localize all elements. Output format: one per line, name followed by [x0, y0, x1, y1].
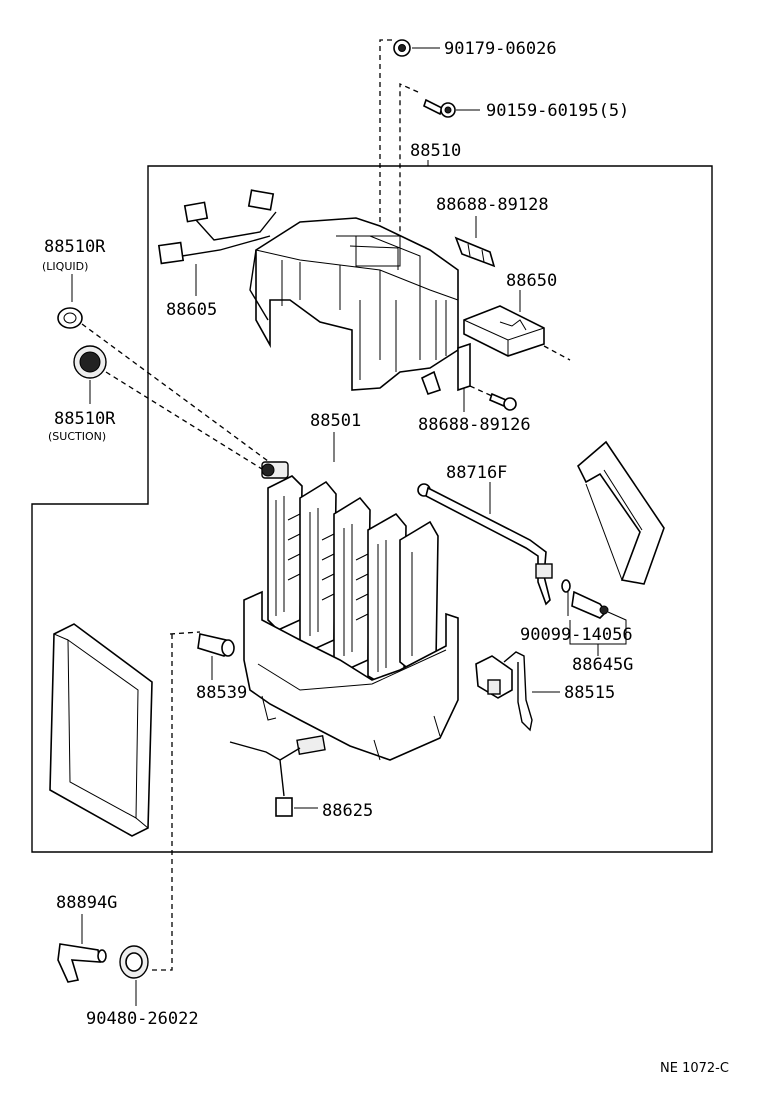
- label-88894G: 88894G: [56, 893, 117, 913]
- note-suction: (SUCTION): [48, 430, 106, 443]
- grommet-90480-26022[interactable]: [119, 945, 149, 979]
- label-88539: 88539: [196, 683, 247, 703]
- label-90099-14056: 90099-14056: [520, 625, 633, 645]
- leader-88645G: [569, 611, 627, 645]
- screw-88688-89126[interactable]: [489, 392, 517, 411]
- guide-suction-seal: [105, 371, 271, 475]
- label-88501: 88501: [310, 411, 361, 431]
- label-88510R-suction: 88510R: [54, 409, 116, 429]
- thermistor-88645G[interactable]: [571, 590, 609, 619]
- filter-frame-right[interactable]: [577, 440, 665, 585]
- label-88625: 88625: [322, 801, 373, 821]
- assembly-outline: [31, 165, 713, 853]
- clip-88688-89126[interactable]: [420, 342, 471, 396]
- guide-90179: [379, 39, 392, 270]
- guide-88539: [169, 631, 201, 635]
- screw-90159[interactable]: [423, 98, 456, 118]
- label-90159: 90159-60195(5): [486, 101, 629, 121]
- drain-hose-88894G[interactable]: [57, 943, 107, 983]
- guide-drain: [148, 634, 173, 971]
- label-88605: 88605: [166, 300, 217, 320]
- wire-harness-88605[interactable]: [157, 189, 277, 321]
- guide-88650: [543, 345, 571, 361]
- upper-case[interactable]: [255, 217, 459, 391]
- label-90179: 90179-06026: [444, 39, 557, 59]
- label-90480-26022: 90480-26022: [86, 1009, 199, 1029]
- label-88645G: 88645G: [572, 655, 633, 675]
- note-liquid: (LIQUID): [42, 260, 88, 273]
- label-88515: 88515: [564, 683, 615, 703]
- o-ring-90099-14056[interactable]: [561, 579, 571, 593]
- label-88688-89128: 88688-89128: [436, 195, 549, 215]
- seal-88510R-suction[interactable]: [73, 345, 107, 379]
- plug-88539[interactable]: [197, 633, 235, 657]
- label-88510: 88510: [410, 141, 461, 161]
- guide-89126: [469, 385, 493, 397]
- label-88688-89126: 88688-89126: [418, 415, 531, 435]
- tube-88716F[interactable]: [417, 483, 553, 606]
- label-88716F: 88716F: [446, 463, 507, 483]
- guide-90159: [399, 82, 419, 280]
- label-88650: 88650: [506, 271, 557, 291]
- diagram-code: NE 1072-C: [660, 1061, 729, 1076]
- bracket-88688-89128[interactable]: [454, 236, 496, 268]
- guide-liquid-seal: [81, 323, 273, 465]
- filter-frame-left[interactable]: [49, 623, 153, 837]
- lower-case[interactable]: [243, 590, 459, 761]
- expansion-valve-88515[interactable]: [475, 651, 533, 732]
- label-88510R-liquid: 88510R: [44, 237, 106, 257]
- seal-88510R-liquid[interactable]: [57, 307, 83, 329]
- amplifier-88650[interactable]: [463, 305, 545, 357]
- sensor-88625[interactable]: [229, 735, 326, 817]
- nut-90179[interactable]: [393, 39, 411, 57]
